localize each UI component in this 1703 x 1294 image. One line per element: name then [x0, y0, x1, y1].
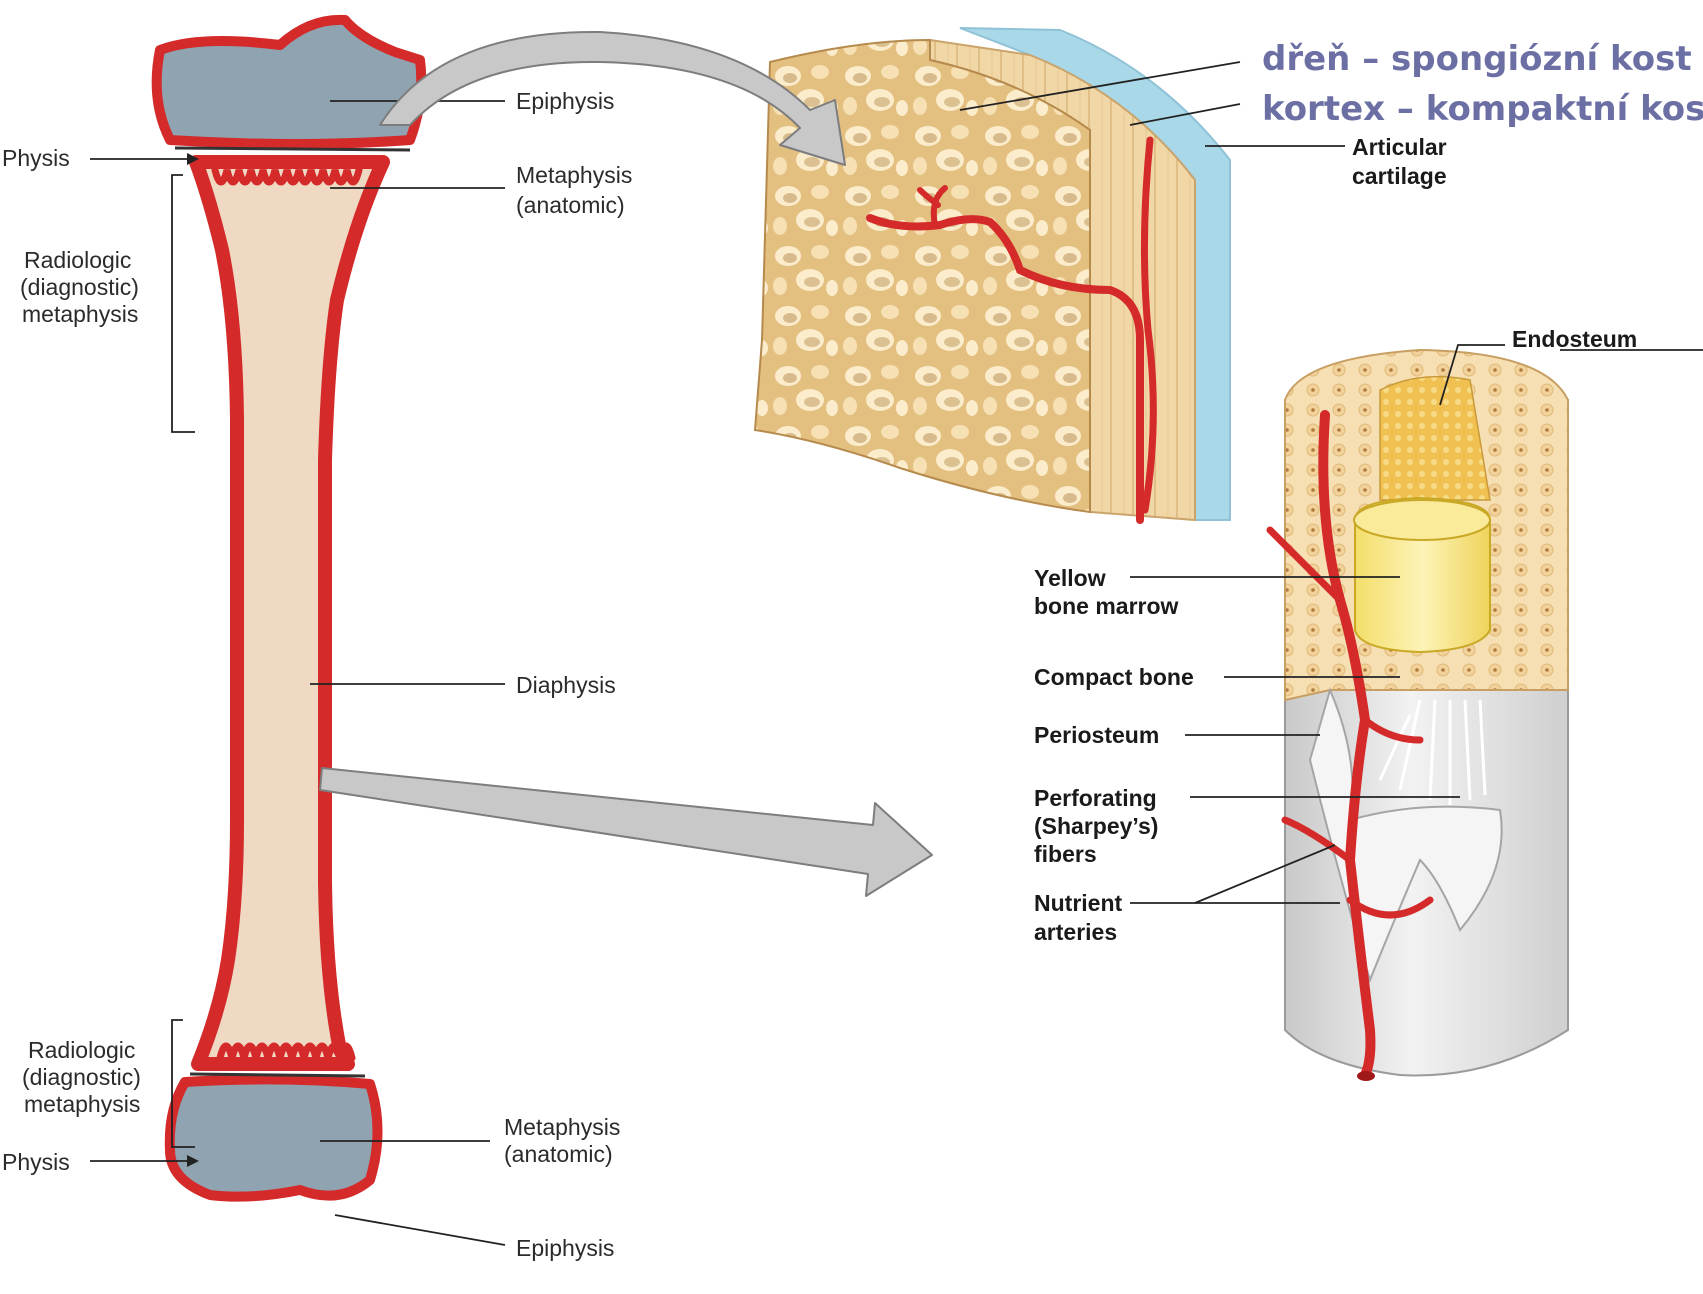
- label-perforating-3: fibers: [1034, 841, 1097, 867]
- spongy-bone-section: [755, 28, 1230, 520]
- label-radiologic-top-3: metaphysis: [22, 301, 138, 327]
- diaphysis-shaft: [196, 162, 383, 1064]
- label-nutrient-2: arteries: [1034, 919, 1117, 945]
- label-cortex-compact-czech: kortex – kompaktní kost: [1262, 89, 1703, 129]
- label-compact-bone: Compact bone: [1034, 664, 1194, 690]
- label-physis-bottom: Physis: [2, 1149, 70, 1175]
- label-metaphysis-bottom-2: (anatomic): [504, 1141, 613, 1167]
- shaft-cross-section: [1270, 350, 1568, 1081]
- label-physis-top: Physis: [2, 145, 70, 171]
- label-metaphysis-top-2: (anatomic): [516, 192, 625, 218]
- long-bone-illustration: [157, 20, 422, 1197]
- label-radiologic-top-1: Radiologic: [24, 247, 131, 273]
- epiphysis-bottom: [170, 1079, 378, 1196]
- label-metaphysis-bottom-1: Metaphysis: [504, 1114, 620, 1140]
- label-radiologic-bottom-3: metaphysis: [24, 1091, 140, 1117]
- label-nutrient-1: Nutrient: [1034, 890, 1123, 916]
- label-epiphysis-top: Epiphysis: [516, 88, 614, 114]
- label-metaphysis-top-1: Metaphysis: [516, 162, 632, 188]
- metaphysis-fringe-top: [215, 170, 359, 182]
- label-yellow-marrow-1: Yellow: [1034, 565, 1106, 591]
- spongy-labels: dřeň – spongiózní kost kortex – kompaktn…: [1262, 39, 1703, 189]
- label-periosteum: Periosteum: [1034, 722, 1159, 748]
- label-marrow-spongy-czech: dřeň – spongiózní kost: [1262, 39, 1692, 79]
- label-radiologic-bottom-2: (diagnostic): [22, 1064, 141, 1090]
- label-perforating-2: (Sharpey’s): [1034, 813, 1158, 839]
- label-radiologic-top-2: (diagnostic): [20, 274, 139, 300]
- label-articular-1: Articular: [1352, 134, 1447, 160]
- label-articular-2: cartilage: [1352, 163, 1447, 189]
- physis-line-bottom: [190, 1074, 365, 1076]
- label-endosteum: Endosteum: [1512, 326, 1637, 352]
- label-epiphysis-bottom: Epiphysis: [516, 1235, 614, 1261]
- label-radiologic-bottom-1: Radiologic: [28, 1037, 135, 1063]
- arrow-diaphysis-to-shaft: [320, 768, 932, 896]
- label-diaphysis: Diaphysis: [516, 672, 616, 698]
- label-perforating-1: Perforating: [1034, 785, 1157, 811]
- physis-line-top: [175, 148, 410, 150]
- label-yellow-marrow-2: bone marrow: [1034, 593, 1179, 619]
